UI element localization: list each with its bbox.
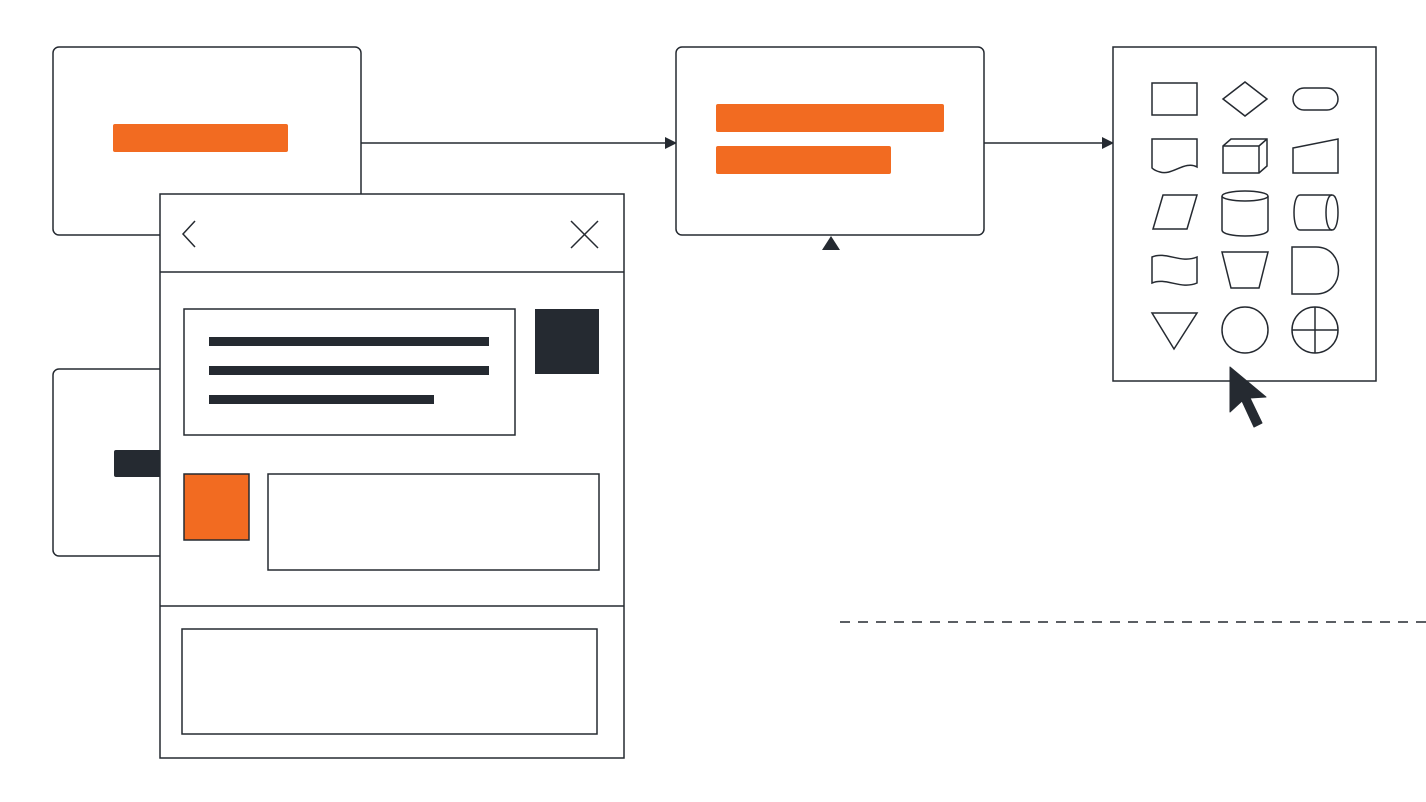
shape-direct-access-storage-icon[interactable]	[1293, 194, 1339, 231]
dialog-header	[160, 220, 624, 273]
shape-manual-input-icon[interactable]	[1292, 138, 1339, 174]
card-lower-left-bar	[114, 450, 174, 477]
shape-decision-icon[interactable]	[1221, 81, 1269, 117]
shape-merge-icon[interactable]	[1150, 312, 1199, 351]
text-line-2	[209, 366, 489, 375]
card-top-left[interactable]	[52, 46, 362, 236]
close-icon[interactable]	[570, 220, 599, 249]
shape-connector-icon[interactable]	[1221, 306, 1269, 354]
shape-delay-icon[interactable]	[1291, 246, 1340, 295]
shape-process-icon[interactable]	[1151, 82, 1198, 116]
shape-document-icon[interactable]	[1151, 138, 1198, 174]
shape-database-icon[interactable]	[1221, 190, 1269, 237]
dialog-content-box[interactable]	[267, 473, 600, 571]
dialog-footer-input[interactable]	[181, 628, 598, 735]
card-center[interactable]	[675, 46, 985, 236]
dark-thumbnail[interactable]	[535, 309, 599, 374]
dashed-connector-arrowhead	[822, 236, 840, 250]
text-line-1	[209, 337, 489, 346]
card-lower-left[interactable]	[52, 368, 184, 557]
chevron-left-icon[interactable]	[181, 220, 196, 248]
shape-summing-junction-icon[interactable]	[1291, 306, 1339, 354]
text-line-3	[209, 395, 434, 404]
shape-data-icon[interactable]	[1151, 194, 1199, 230]
shape-punched-tape-icon[interactable]	[1151, 254, 1198, 286]
shape-terminator-icon[interactable]	[1292, 87, 1339, 111]
mouse-pointer-icon	[1229, 366, 1267, 428]
shape-manual-operation-icon[interactable]	[1221, 251, 1269, 289]
dialog-panel[interactable]	[159, 193, 625, 759]
shape-internal-storage-icon[interactable]	[1222, 138, 1268, 174]
card-center-bar-1	[716, 104, 944, 132]
dialog-text-block[interactable]	[183, 308, 516, 436]
orange-thumbnail[interactable]	[183, 473, 250, 541]
shape-palette[interactable]	[1112, 46, 1377, 382]
card-top-left-bar	[113, 124, 288, 152]
dashed-feedback-connector	[822, 236, 1426, 623]
card-center-bar-2	[716, 146, 891, 174]
